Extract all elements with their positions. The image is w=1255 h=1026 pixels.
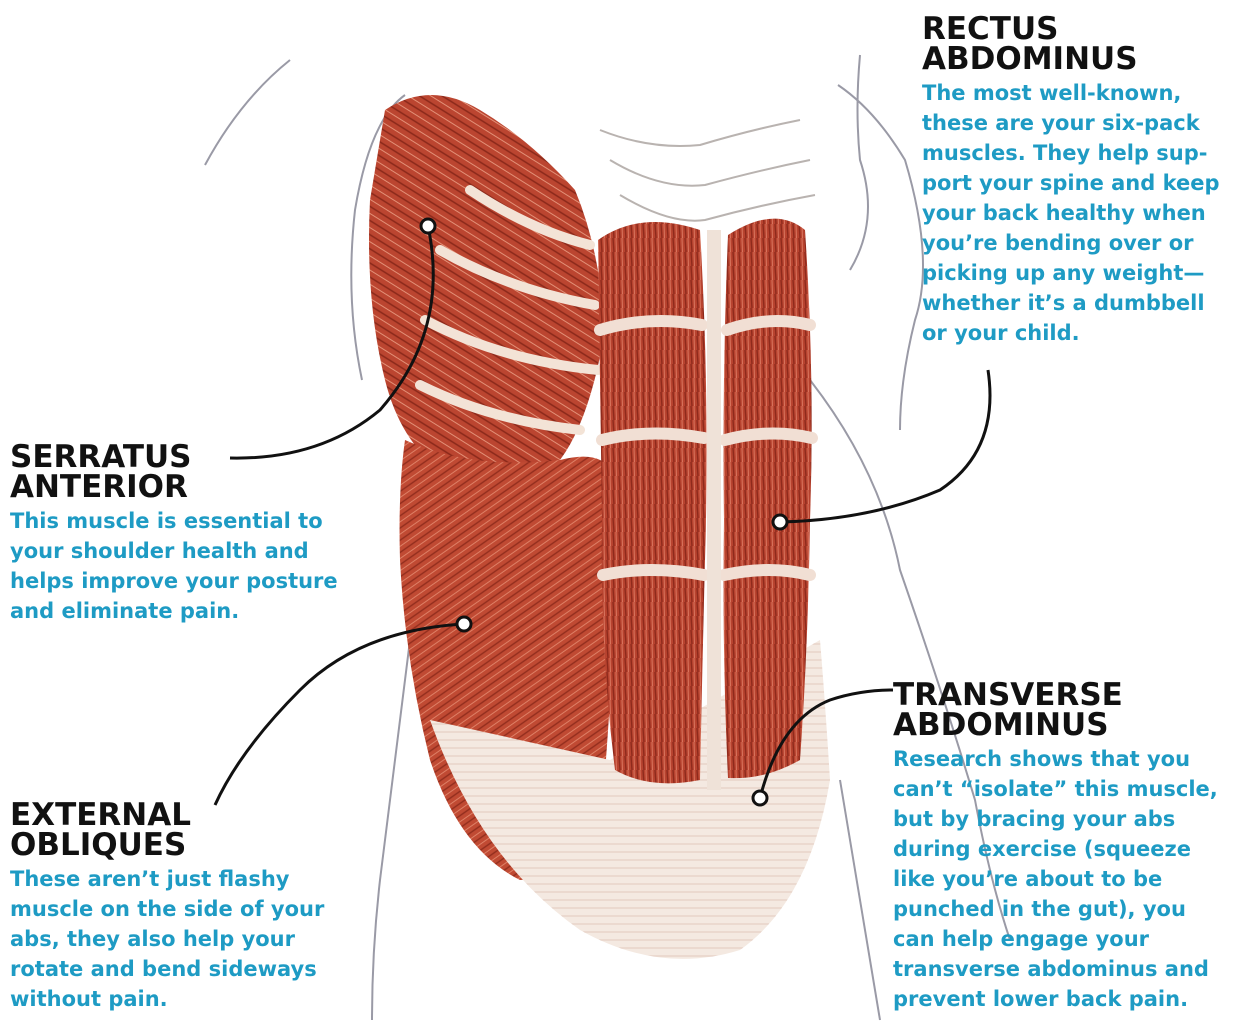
- serratus-description: This muscle is essential to your shoulde…: [10, 506, 380, 626]
- transverse-description-line: can help engage your: [893, 924, 1251, 954]
- rectus-description-line: these are your six-pack: [922, 108, 1252, 138]
- obliques-description-line: without pain.: [10, 984, 370, 1014]
- obliques-description-line: muscle on the side of your: [10, 894, 370, 924]
- serratus-callout-dot: [421, 219, 435, 233]
- rectus-description-line: muscles. They help sup-: [922, 138, 1252, 168]
- transverse-description-line: but by bracing your abs: [893, 804, 1251, 834]
- obliques-description-line: abs, they also help your: [10, 924, 370, 954]
- rectus-description-line: whether it’s a dumbbell: [922, 288, 1252, 318]
- transverse-description-line: Research shows that you: [893, 744, 1251, 774]
- transverse-abdominus-label: TRANSVERSE ABDOMINUS Research shows that…: [893, 680, 1251, 1014]
- serratus-description-line: helps improve your posture: [10, 566, 380, 596]
- transverse-title-line1: TRANSVERSE: [893, 680, 1251, 710]
- rectus-description-line: picking up any weight—: [922, 258, 1252, 288]
- serratus-description-line: your shoulder health and: [10, 536, 380, 566]
- rectus-description-line: port your spine and keep: [922, 168, 1252, 198]
- obliques-description-line: rotate and bend sideways: [10, 954, 370, 984]
- transverse-description: Research shows that you can’t “isolate” …: [893, 744, 1251, 1014]
- serratus-description-line: and eliminate pain.: [10, 596, 380, 626]
- obliques-description-line: These aren’t just flashy: [10, 864, 370, 894]
- transverse-description-line: prevent lower back pain.: [893, 984, 1251, 1014]
- obliques-callout-dot: [457, 617, 471, 631]
- transverse-description-line: transverse abdominus and: [893, 954, 1251, 984]
- transverse-callout-dot: [753, 791, 767, 805]
- obliques-description: These aren’t just flashy muscle on the s…: [10, 864, 370, 1014]
- obliques-title-line1: EXTERNAL: [10, 800, 370, 830]
- serratus-description-line: This muscle is essential to: [10, 506, 380, 536]
- serratus-title-line2: ANTERIOR: [10, 472, 380, 502]
- transverse-description-line: like you’re about to be: [893, 864, 1251, 894]
- external-obliques-label: EXTERNAL OBLIQUES These aren’t just flas…: [10, 800, 370, 1014]
- rectus-callout-dot: [773, 515, 787, 529]
- rectus-title-line2: ABDOMINUS: [922, 44, 1252, 74]
- transverse-description-line: can’t “isolate” this muscle,: [893, 774, 1251, 804]
- rectus-abdominus-label: RECTUS ABDOMINUS The most well-known, th…: [922, 14, 1252, 348]
- transverse-description-line: punched in the gut), you: [893, 894, 1251, 924]
- rectus-title-line1: RECTUS: [922, 14, 1252, 44]
- transverse-description-line: during exercise (squeeze: [893, 834, 1251, 864]
- rectus-abdominus-muscle: [598, 219, 812, 790]
- rib-cage: [600, 120, 815, 221]
- serratus-title-line1: SERRATUS: [10, 442, 380, 472]
- rectus-description-line: The most well-known,: [922, 78, 1252, 108]
- serratus-anterior-muscle: [369, 95, 605, 473]
- obliques-title-line2: OBLIQUES: [10, 830, 370, 860]
- rectus-description-line: your back healthy when: [922, 198, 1252, 228]
- rectus-description: The most well-known, these are your six-…: [922, 78, 1252, 348]
- transverse-title-line2: ABDOMINUS: [893, 710, 1251, 740]
- rectus-description-line: you’re bending over or: [922, 228, 1252, 258]
- rectus-description-line: or your child.: [922, 318, 1252, 348]
- serratus-anterior-label: SERRATUS ANTERIOR This muscle is essenti…: [10, 442, 380, 626]
